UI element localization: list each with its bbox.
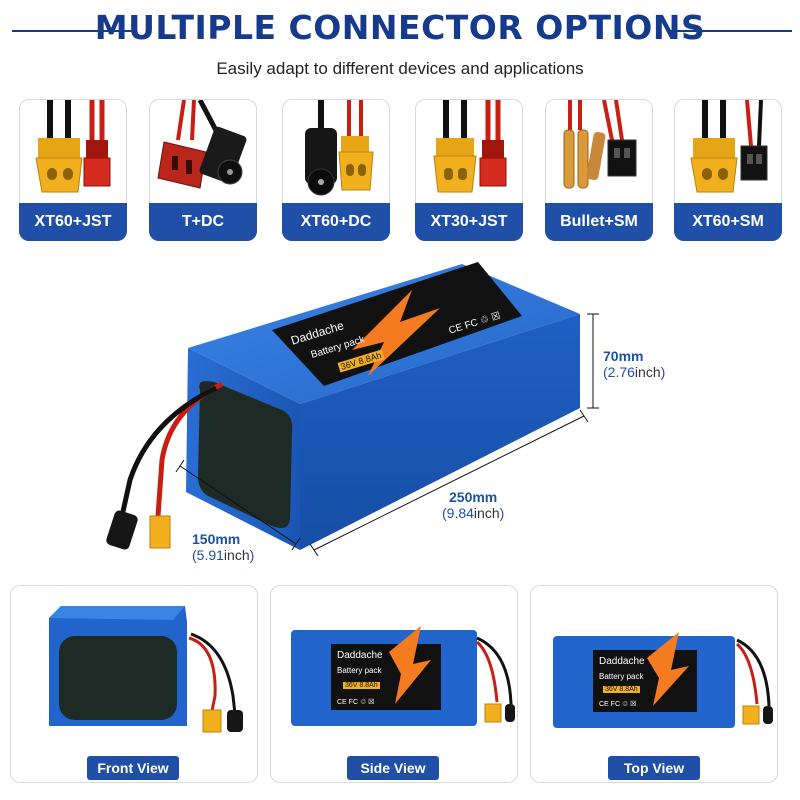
- top-view-brand: Daddache: [599, 656, 645, 667]
- battery-cable-black: [119, 385, 218, 517]
- connector-card-xt60-sm[interactable]: XT60+SM: [674, 99, 782, 241]
- side-view-brand: Daddache: [337, 650, 383, 661]
- width-in: 5.91: [196, 547, 224, 563]
- inch-unit: inch: [223, 547, 250, 563]
- connector-card-xt60-dc[interactable]: XT60+DC: [282, 99, 390, 241]
- connector-label: XT30+JST: [415, 203, 523, 241]
- front-view-image: [49, 606, 243, 733]
- dc-plug: [106, 510, 138, 550]
- xt30-jst-connector-image: [433, 100, 507, 193]
- top-view-cert-marks: CE FC ♲ ☒: [599, 701, 637, 708]
- battery-3d-illustration: [106, 262, 599, 557]
- width-dim-line: [175, 459, 301, 551]
- connector-label: Bullet+SM: [545, 203, 653, 241]
- page-subtitle: Easily adapt to different devices and ap…: [216, 59, 584, 78]
- xt60-plug: [149, 515, 171, 549]
- battery-end-cap: [198, 381, 293, 528]
- side-view-card[interactable]: Daddache Battery pack 36V 8.8Ah CE FC ♲ …: [270, 585, 518, 783]
- top-view-rating: 36V 8.8Ah: [603, 686, 640, 693]
- inch-unit: inch: [634, 364, 661, 380]
- side-view-image: [291, 626, 515, 726]
- front-view-card[interactable]: [10, 585, 258, 783]
- page-title: MULTIPLE CONNECTOR OPTIONS: [94, 8, 706, 47]
- xt60-dc-connector-image: [305, 100, 374, 196]
- length-mm: 250mm: [449, 489, 498, 505]
- connector-label: XT60+JST: [19, 203, 127, 241]
- title-rule-left: [12, 30, 136, 32]
- top-view-card[interactable]: Daddache Battery pack 36V 8.8Ah CE FC ♲ …: [530, 585, 778, 783]
- front-view-label: Front View: [87, 756, 179, 780]
- connector-card-xt60-jst[interactable]: XT60+JST: [19, 99, 127, 241]
- height-dim-line: [587, 313, 599, 409]
- width-dimension: 150mm (5.91inch): [192, 531, 255, 563]
- connector-label: T+DC: [149, 203, 257, 241]
- width-mm: 150mm: [192, 531, 241, 547]
- height-in: 2.76: [607, 364, 635, 380]
- side-view-product: Battery pack: [337, 666, 382, 675]
- length-dim-line: [309, 409, 589, 557]
- inch-unit: inch: [473, 505, 500, 521]
- xt60-sm-connector-image: [690, 100, 768, 193]
- top-view-image: [553, 632, 773, 728]
- connector-label: XT60+SM: [674, 203, 782, 241]
- connector-card-t-dc[interactable]: T+DC: [149, 99, 257, 241]
- title-rule-right: [668, 30, 792, 32]
- top-view-label: Top View: [608, 756, 700, 780]
- bullet-sm-connector-image: [563, 100, 637, 189]
- length-dimension: 250mm (9.84inch): [442, 489, 505, 521]
- side-view-cert-marks: CE FC ♲ ☒: [337, 699, 375, 706]
- side-view-rating: 36V 8.8Ah: [343, 682, 380, 689]
- xt60-jst-connector-image: [35, 100, 111, 193]
- height-dimension: 70mm (2.76inch): [603, 348, 666, 380]
- length-in: 9.84: [446, 505, 474, 521]
- connector-label: XT60+DC: [282, 203, 390, 241]
- top-view-product: Battery pack: [599, 672, 644, 681]
- side-view-label: Side View: [347, 756, 439, 780]
- connector-card-bullet-sm[interactable]: Bullet+SM: [545, 99, 653, 241]
- battery-long-face: [300, 314, 580, 550]
- connector-card-xt30-jst[interactable]: XT30+JST: [415, 99, 523, 241]
- battery-label-sticker: [272, 262, 522, 386]
- height-mm: 70mm: [603, 348, 644, 364]
- t-dc-connector-image: [157, 100, 247, 189]
